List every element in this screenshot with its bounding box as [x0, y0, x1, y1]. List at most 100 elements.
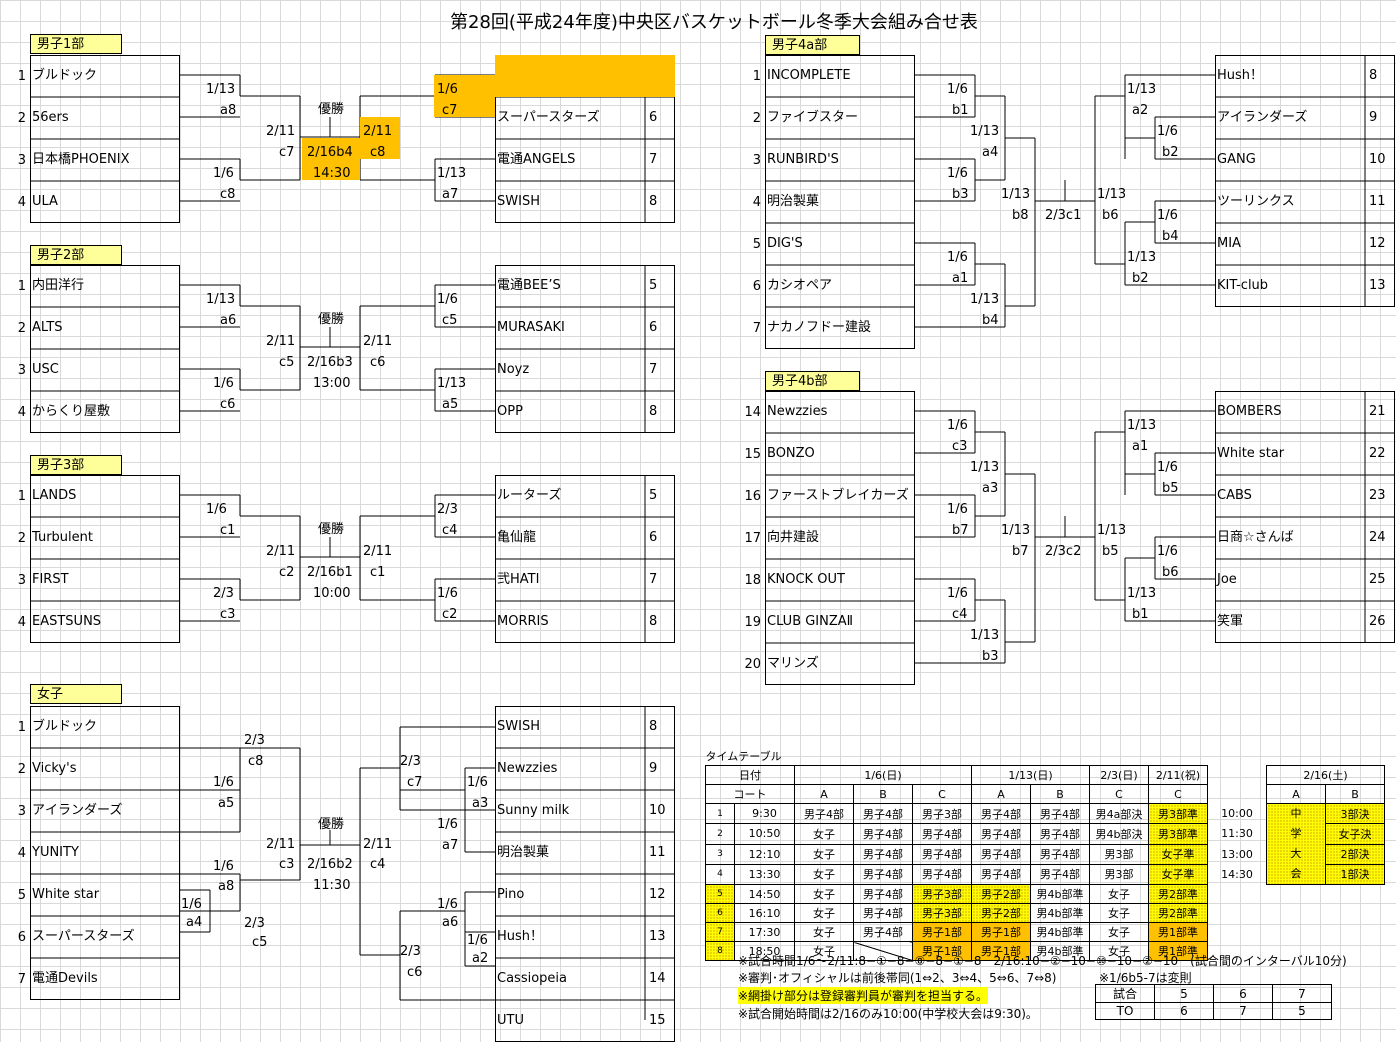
date-1: 1/6(日)	[794, 765, 972, 785]
team-number-right: 11	[649, 845, 666, 860]
team-number-right: 12	[1369, 236, 1386, 251]
match-label: 1/6	[947, 250, 968, 265]
schedule-cell: 男4b部準	[1030, 884, 1090, 904]
team-name-right: 亀仙龍	[497, 530, 537, 545]
match-label: 1/6	[947, 166, 968, 181]
team-number: 3	[752, 153, 761, 168]
team-name-left: 内田洋行	[32, 278, 85, 293]
team-name-left: YUNITY	[32, 845, 79, 860]
match-label: 2/11	[266, 837, 296, 852]
team-name-right: スーパースターズ	[497, 110, 600, 125]
team-list-right	[495, 265, 675, 433]
team-number: 2	[752, 111, 761, 126]
count-val: 7	[1213, 1002, 1273, 1020]
team-name-left: 56ers	[32, 110, 69, 125]
match-label: c6	[407, 965, 423, 980]
team-name-right: 明治製菓	[497, 845, 550, 860]
match-label: 2/3	[244, 733, 265, 748]
team-name-left: 日本橋PHOENIX	[32, 152, 130, 167]
match-label: 1/6	[467, 775, 488, 790]
schedule-cell: 女子	[794, 903, 854, 923]
match-label: 優勝	[318, 102, 345, 117]
match-label: 2/11	[363, 544, 393, 559]
team-list-left	[30, 265, 180, 433]
team-name-left: RUNBIRD'S	[767, 152, 839, 167]
match-label: a2	[1132, 103, 1149, 118]
court-header: C	[1089, 784, 1149, 804]
match-label: 1/13	[1127, 418, 1157, 433]
timetable: タイムテーブル 日付 1/6(日) 1/13(日) 2/3(日) 2/11(祝)…	[705, 747, 1385, 961]
schedule-cell: 女子	[794, 843, 854, 865]
match-label: b4	[1162, 229, 1179, 244]
schedule-cell: 男子1部	[912, 941, 972, 961]
date-2: 1/13(日)	[971, 765, 1090, 785]
team-name-right: SWISH	[497, 194, 540, 209]
schedule-cell: 女子	[794, 823, 854, 845]
match-label: 2/3	[213, 586, 234, 601]
schedule-cell: 男子4部	[971, 823, 1031, 845]
match-label: 2/11	[266, 334, 296, 349]
team-list-right	[495, 475, 675, 643]
team-name-left: Vicky's	[32, 761, 77, 776]
team-number-right: 21	[1369, 404, 1386, 419]
match-label: c8	[370, 145, 386, 160]
schedule-cell: 男子4部	[971, 863, 1031, 886]
match-label: a6	[220, 313, 237, 328]
team-list-left	[30, 706, 180, 1000]
team-number: 7	[752, 321, 761, 336]
schedule-cell: 男3部	[1089, 843, 1149, 865]
highlight-cell	[360, 117, 400, 159]
row-number: 8	[705, 941, 735, 961]
final-cell: 2部決	[1325, 843, 1385, 865]
row-time: 9:30	[734, 802, 795, 825]
match-label: a5	[218, 796, 235, 811]
team-name-left: KNOCK OUT	[767, 572, 845, 587]
row-time: 12:10	[734, 843, 795, 865]
schedule-cell: 男子4部	[853, 823, 913, 845]
schedule-cell: 男子4部	[853, 922, 913, 942]
row-time-right: 11:30	[1221, 827, 1253, 841]
match-label: 2/3	[437, 502, 458, 517]
court-header: B	[853, 784, 913, 804]
row-number: 3	[705, 843, 735, 865]
team-name-right: GANG	[1217, 152, 1256, 167]
match-label: c3	[279, 857, 295, 872]
schedule-cell: 男子4部	[971, 802, 1031, 825]
schedule-cell: 男1部準	[1148, 922, 1208, 942]
section-header: 男子4b部	[765, 371, 860, 391]
team-number: 5	[752, 237, 761, 252]
team-name-right: Pino	[497, 887, 525, 902]
section-header: 男子1部	[30, 34, 122, 54]
row-time-right: 14:30	[1221, 867, 1253, 881]
date-4: 2/11(祝)	[1148, 765, 1208, 785]
team-name-left: カシオペア	[767, 278, 833, 293]
row-number: 4	[705, 863, 735, 886]
match-label: b2	[1162, 145, 1179, 160]
team-number-right: 8	[649, 194, 658, 209]
note-1: ※試合時間1/6～2/11:8−①−8−⑧−8−①−8 2/16:10−②−10…	[738, 954, 1347, 968]
count-label: 試合	[1095, 984, 1155, 1003]
schedule-cell: 男2部準	[1148, 903, 1208, 923]
schedule-cell: 男子4部	[853, 863, 913, 886]
schedule-cell: 男子1部	[971, 922, 1031, 942]
note-2: ※審判･オフィシャルは前後帯同(1⇔2、3⇔4、5⇔6、7⇔8)	[738, 971, 1057, 985]
match-label: c5	[279, 355, 295, 370]
team-name-right: SWISH	[497, 719, 540, 734]
team-number: 1	[17, 489, 26, 504]
match-label: 13:00	[313, 376, 351, 391]
team-name-right: Hush！	[1217, 68, 1264, 83]
date-label: 日付	[705, 765, 795, 785]
match-label: 2/11	[266, 124, 296, 139]
team-list-left	[30, 55, 180, 223]
court-header: B	[1325, 784, 1385, 804]
team-name-left: からくり屋敷	[32, 404, 111, 419]
schedule-cell: 男4a部決	[1089, 802, 1149, 825]
team-number-right: 7	[649, 152, 658, 167]
team-number: 1	[17, 720, 26, 735]
match-label: 2/3	[400, 754, 421, 769]
match-label: a5	[442, 397, 459, 412]
team-number-right: 8	[649, 614, 658, 629]
